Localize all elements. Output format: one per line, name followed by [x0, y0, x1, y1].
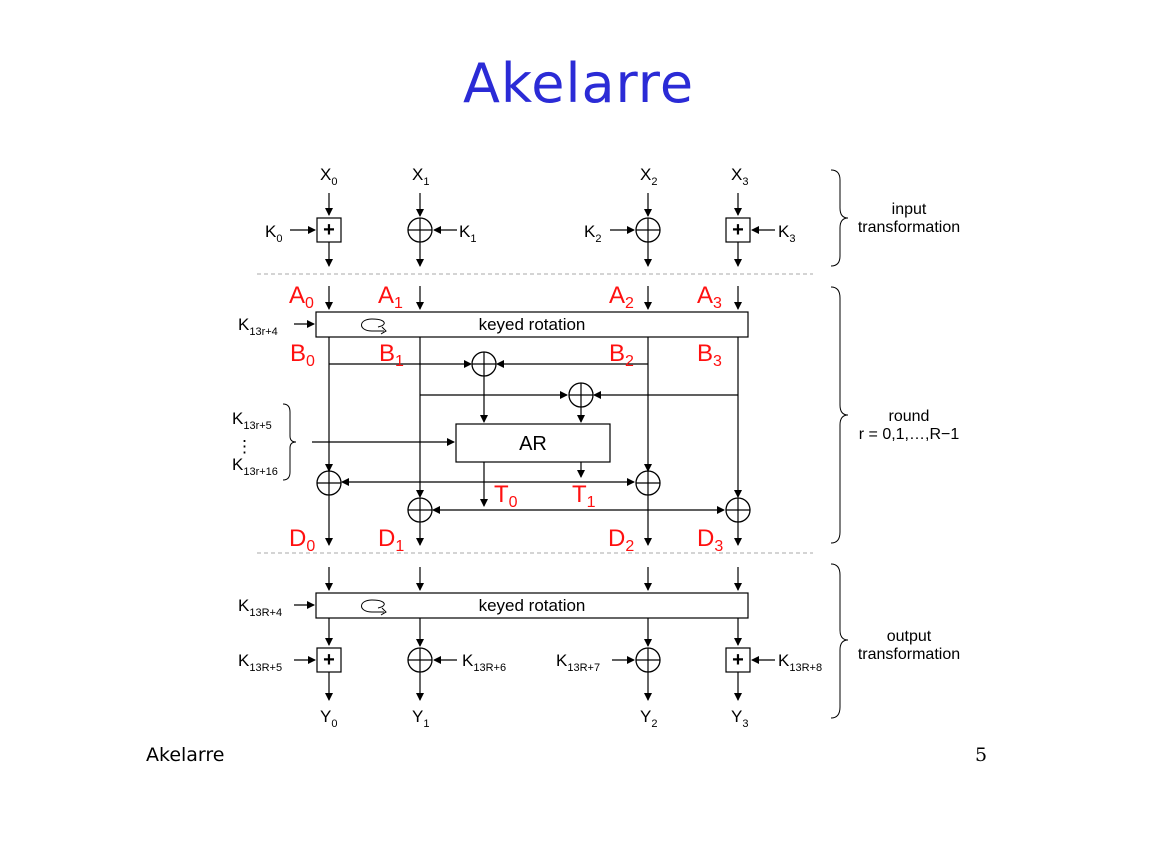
brace-round — [830, 286, 849, 544]
key-k3: K3 — [778, 222, 795, 245]
add-box-k0-symbol: + — [323, 219, 335, 241]
section-output-line2: transformation — [858, 646, 960, 663]
key-k13r16: K13r+16 — [232, 455, 278, 478]
key-k13R6: K13R+6 — [462, 651, 506, 674]
output-y3: Y3 — [731, 707, 748, 730]
key-dots: ⋮ — [236, 437, 253, 456]
slide-title: Akelarre — [462, 52, 695, 115]
add-box-k3-symbol: + — [732, 219, 744, 241]
label-b2: B2 — [609, 340, 634, 370]
brace-input — [830, 169, 849, 267]
label-a2: A2 — [609, 282, 634, 312]
input-transformation: X0 X1 X2 X3 + + K0 K1 K — [265, 165, 795, 267]
output-keyed-rotation-label: keyed rotation — [479, 596, 586, 615]
label-t0: T0 — [494, 481, 518, 511]
label-t1: T1 — [572, 481, 596, 511]
label-d0: D0 — [289, 525, 315, 555]
key-k0: K0 — [265, 222, 282, 245]
key-k13r5: K13r+5 — [232, 409, 272, 432]
input-x1: X1 — [412, 165, 429, 188]
ar-keys-brace — [282, 403, 297, 481]
label-a3: A3 — [697, 282, 722, 312]
label-a1: A1 — [378, 282, 403, 312]
page-number: 5 — [975, 744, 988, 766]
key-k13R7: K13R+7 — [556, 651, 600, 674]
label-b1: B1 — [379, 340, 404, 370]
section-round-line1: round — [889, 408, 930, 425]
add-box-k13R5-symbol: + — [323, 649, 335, 671]
output-keyed-rotation-box — [315, 592, 749, 619]
input-x3: X3 — [731, 165, 748, 188]
section-output-line1: output — [887, 628, 932, 645]
label-d1: D1 — [378, 525, 404, 555]
label-d2: D2 — [608, 525, 634, 555]
label-b0: B0 — [290, 340, 315, 370]
key-k13R4: K13R+4 — [238, 596, 282, 619]
key-k13R8: K13R+8 — [778, 651, 822, 674]
section-input-line2: transformation — [858, 219, 960, 236]
output-y2: Y2 — [640, 707, 657, 730]
ar-label: AR — [519, 433, 547, 455]
label-a0: A0 — [289, 282, 314, 312]
input-x0: X0 — [320, 165, 337, 188]
input-x2: X2 — [640, 165, 657, 188]
ar-box — [455, 423, 611, 463]
keyed-rotation-box — [315, 311, 749, 338]
output-y1: Y1 — [412, 707, 429, 730]
section-braces: input transformation round r = 0,1,…,R−1… — [830, 169, 960, 719]
key-k1: K1 — [459, 222, 476, 245]
section-round-line2: r = 0,1,…,R−1 — [859, 426, 960, 443]
output-rotate-icon — [361, 599, 387, 616]
brace-output — [830, 563, 849, 719]
output-y0: Y0 — [320, 707, 337, 730]
round-section: keyed rotation K13r+4 — [232, 282, 751, 555]
output-transformation: keyed rotation K13R+4 + + K13R+5 K13R+6 — [238, 567, 822, 730]
keyed-rotation-label: keyed rotation — [479, 315, 586, 334]
label-d3: D3 — [697, 525, 723, 555]
rotate-icon — [361, 318, 387, 335]
key-k2: K2 — [584, 222, 601, 245]
add-box-k13R8-symbol: + — [732, 649, 744, 671]
section-input-line1: input — [892, 201, 927, 218]
key-k13R5: K13R+5 — [238, 651, 282, 674]
label-b3: B3 — [697, 340, 722, 370]
key-k13r4: K13r+4 — [238, 315, 278, 338]
add-box-k3 — [725, 217, 751, 243]
footer-title: Akelarre — [146, 744, 225, 766]
